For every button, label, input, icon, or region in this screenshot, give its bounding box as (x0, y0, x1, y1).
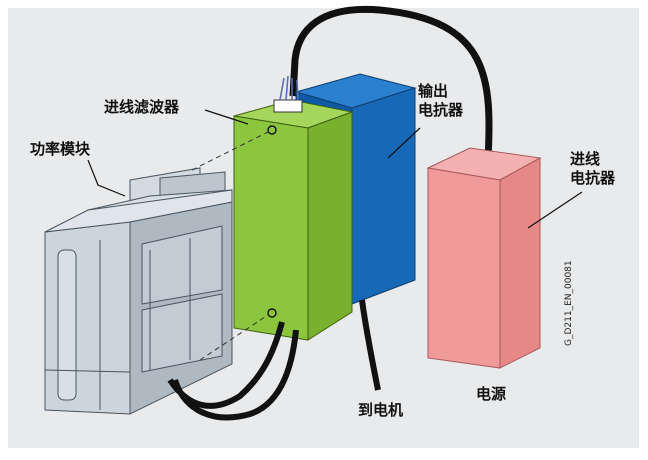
to-motor-label: 到电机 (358, 401, 404, 419)
supply-cable (289, 5, 493, 161)
output-reactor-label-line1: 输出 (418, 82, 449, 100)
leader-line-filter (204, 109, 249, 125)
module-cable-2 (172, 329, 299, 421)
line-filter-label: 进线滤波器 (104, 98, 180, 116)
leader-line-reactor (527, 191, 583, 229)
leader-output-reactor (387, 127, 421, 159)
leader-power-module (87, 159, 126, 197)
power-module-label: 功率模块 (30, 140, 91, 158)
line-reactor (426, 147, 542, 369)
dashed-guide-bottom (199, 314, 269, 361)
power-module (44, 167, 233, 415)
output-reactor-label-line2: 电抗器 (418, 101, 464, 119)
figure-code: G_D211_EN_00081 (564, 260, 574, 346)
line-filter (233, 75, 354, 341)
power-supply-label: 电源 (476, 385, 507, 403)
motor-cable (359, 299, 381, 391)
line-reactor-label-line1: 进线 (570, 150, 601, 168)
line-reactor-label-line2: 电抗器 (570, 169, 616, 187)
